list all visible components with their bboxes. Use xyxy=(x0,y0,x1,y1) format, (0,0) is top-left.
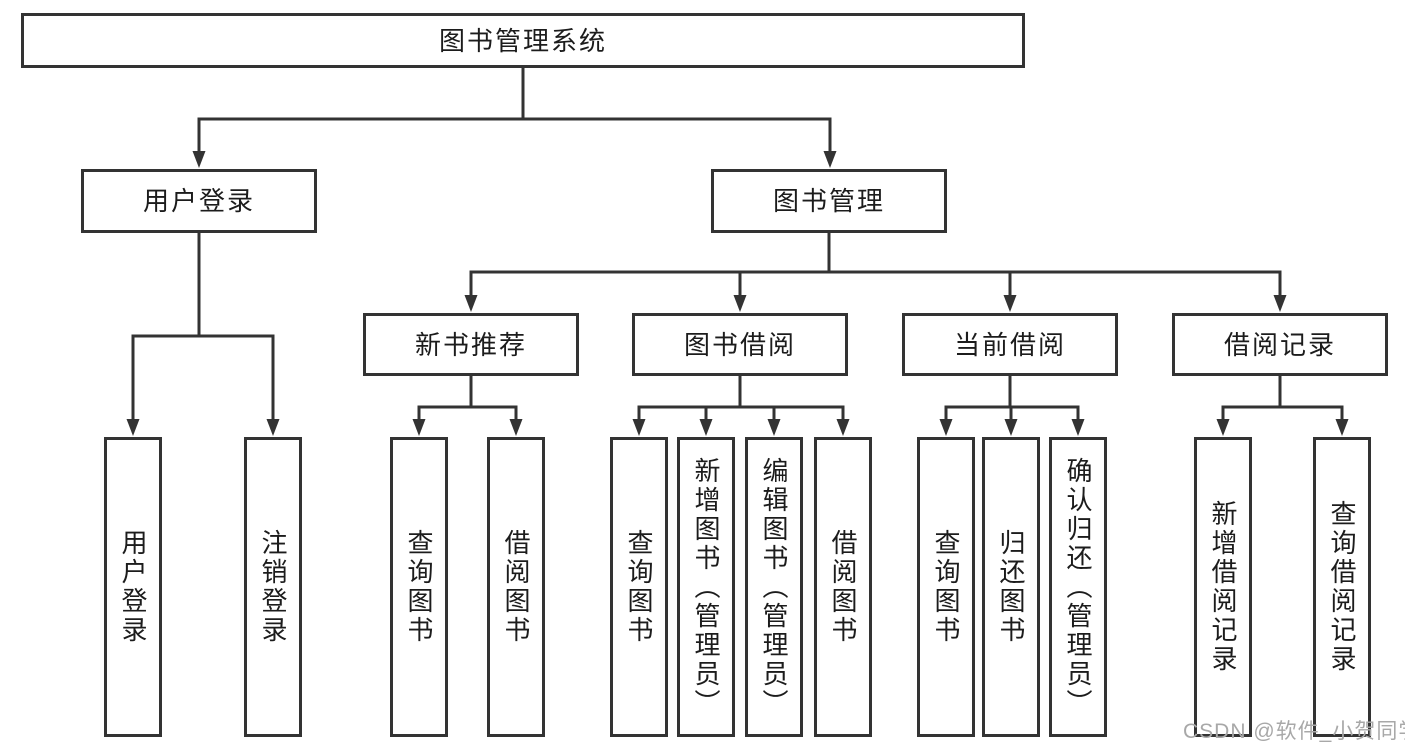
arrow-down-icon xyxy=(733,295,747,312)
leaf-borrow-edit-book-admin: 编辑图书（管理员） xyxy=(745,437,803,737)
arrow-down-icon xyxy=(1003,295,1017,312)
connector-user-login xyxy=(126,231,280,436)
connector-borrow-records xyxy=(1216,374,1349,436)
connector-book-management xyxy=(464,231,1287,312)
leaf-records-query-record: 查询借阅记录 xyxy=(1313,437,1371,737)
leaf-current-confirm-return-admin: 确认归还（管理员） xyxy=(1049,437,1107,737)
leaf-current-query-book: 查询图书 xyxy=(917,437,975,737)
arrow-down-icon xyxy=(1004,419,1018,436)
leaf-user-login: 用户登录 xyxy=(104,437,162,737)
leaf-recommend-borrow-book: 借阅图书 xyxy=(487,437,545,737)
connector-root xyxy=(192,66,837,168)
leaf-borrow-add-book-admin: 新增图书（管理员） xyxy=(677,437,735,737)
arrow-down-icon xyxy=(509,419,523,436)
arrow-down-icon xyxy=(836,419,850,436)
csdn-watermark: CSDN @软件_小贺同学 xyxy=(1183,720,1405,743)
arrow-down-icon xyxy=(1273,295,1287,312)
arrow-down-icon xyxy=(464,295,478,312)
node-borrow-records: 借阅记录 xyxy=(1172,313,1388,376)
node-current-borrow: 当前借阅 xyxy=(902,313,1118,376)
arrow-down-icon xyxy=(632,419,646,436)
leaf-borrow-borrow-book: 借阅图书 xyxy=(814,437,872,737)
arrow-down-icon xyxy=(939,419,953,436)
arrow-down-icon xyxy=(767,419,781,436)
node-book-borrow: 图书借阅 xyxy=(632,313,848,376)
arrow-down-icon xyxy=(823,151,837,168)
arrow-down-icon xyxy=(1216,419,1230,436)
node-user-login: 用户登录 xyxy=(81,169,317,233)
node-book-management: 图书管理 xyxy=(711,169,947,233)
arrow-down-icon xyxy=(192,151,206,168)
arrow-down-icon xyxy=(699,419,713,436)
arrow-down-icon xyxy=(266,419,280,436)
connector-current-borrow xyxy=(939,374,1085,436)
leaf-records-add-record: 新增借阅记录 xyxy=(1194,437,1252,737)
leaf-borrow-query-book: 查询图书 xyxy=(610,437,668,737)
connector-book-borrow xyxy=(632,374,850,436)
arrow-down-icon xyxy=(126,419,140,436)
arrow-down-icon xyxy=(1071,419,1085,436)
connector-new-book-recommend xyxy=(412,374,523,436)
node-new-book-recommend: 新书推荐 xyxy=(363,313,579,376)
arrow-down-icon xyxy=(412,419,426,436)
leaf-logout: 注销登录 xyxy=(244,437,302,737)
node-root-system: 图书管理系统 xyxy=(21,13,1025,68)
leaf-current-return-book: 归还图书 xyxy=(982,437,1040,737)
arrow-down-icon xyxy=(1335,419,1349,436)
leaf-recommend-query-book: 查询图书 xyxy=(390,437,448,737)
